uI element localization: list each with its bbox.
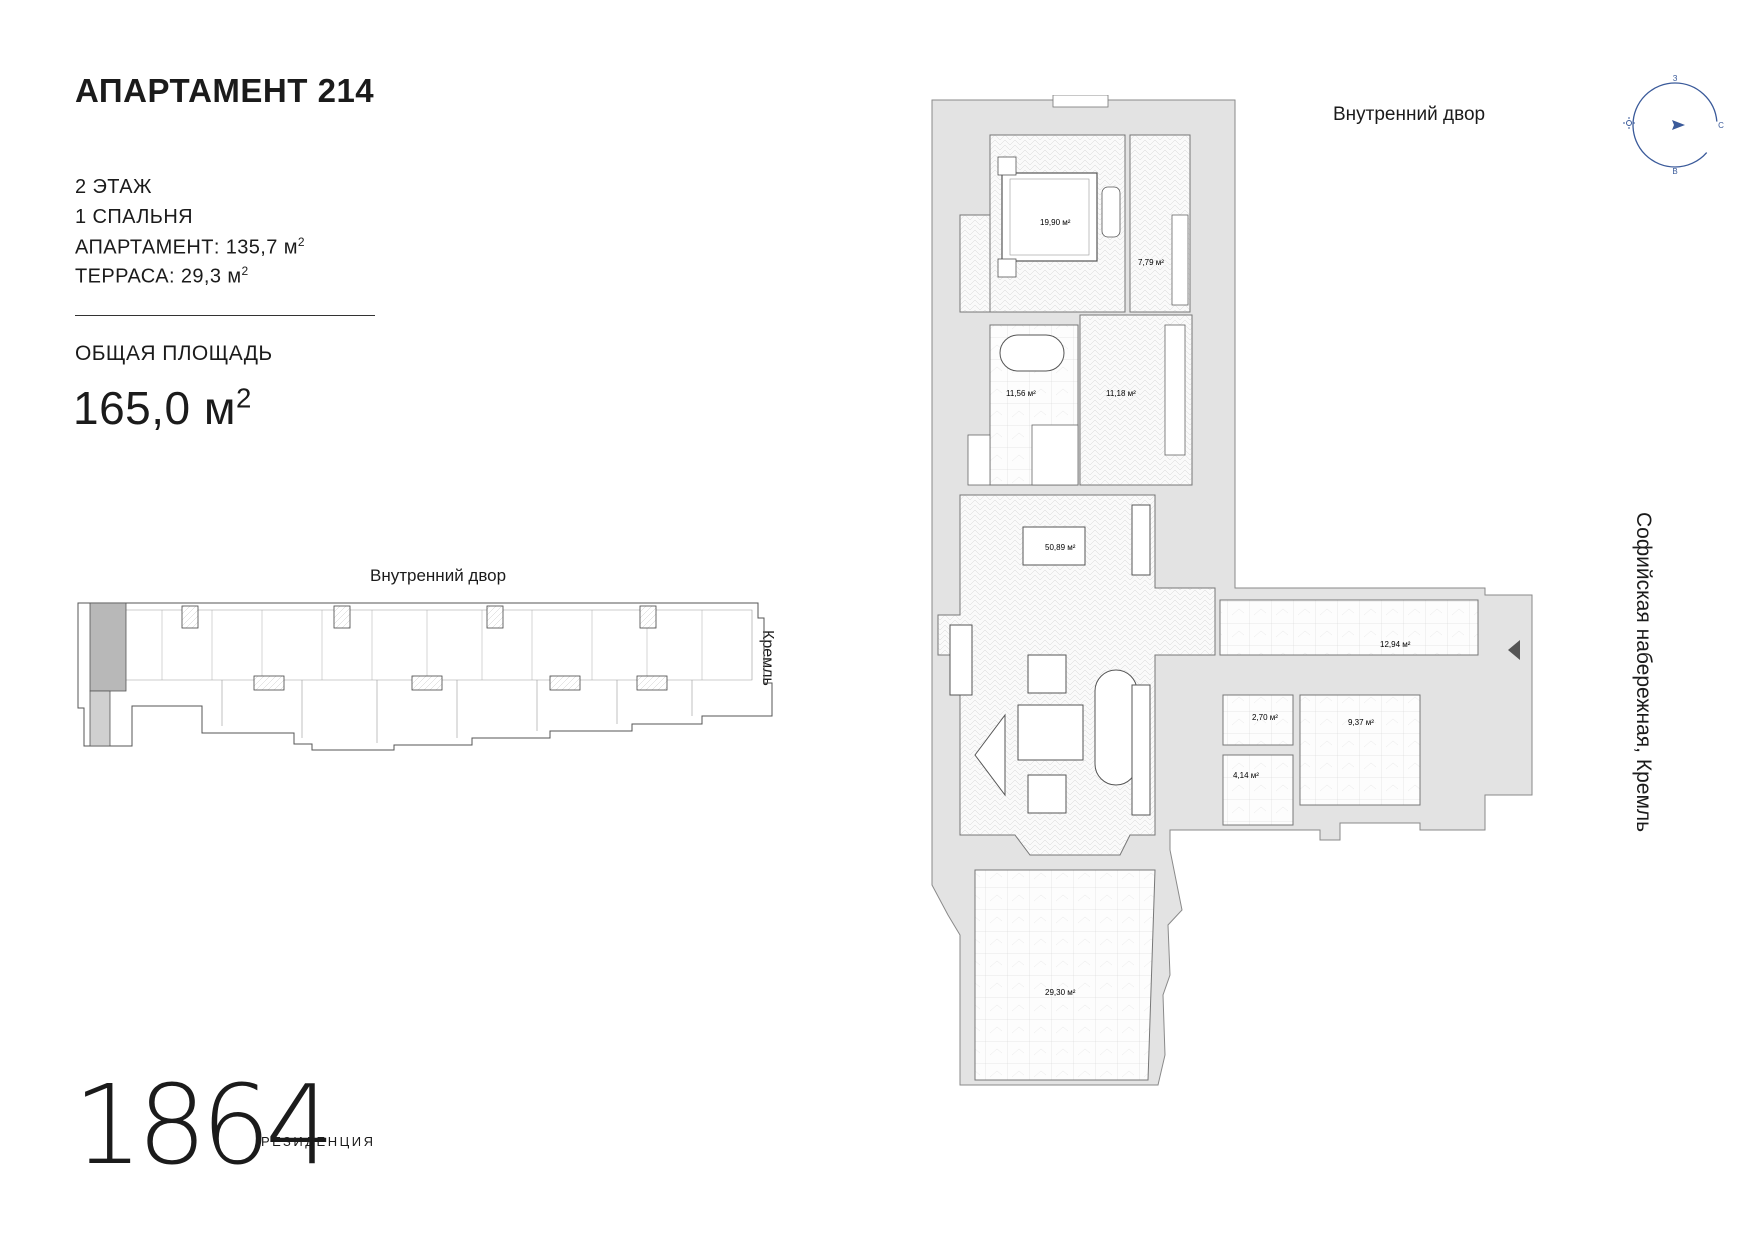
room-area-storage: 4,14 м² — [1233, 771, 1259, 780]
courtyard-label-main: Внутренний двор — [1333, 104, 1486, 125]
compass-ring — [1632, 82, 1718, 168]
floor-plan: 19,90 м² 7,79 м² 11,56 м² 11,18 м² 50,89… — [931, 95, 1533, 1086]
dining-table-icon — [1022, 526, 1086, 566]
compass-north: З — [1673, 75, 1678, 83]
corridor-floor — [1299, 694, 1421, 806]
armchair-icon-2 — [1027, 774, 1067, 814]
total-area-sup: 2 — [236, 382, 252, 414]
hall-closet-icon — [1164, 324, 1186, 456]
room-area-bathroom: 11,56 м² — [1006, 389, 1036, 398]
entrance-arrow-icon — [1508, 640, 1520, 660]
apartment-title: АПАРТАМЕНТ 214 — [75, 72, 375, 109]
courtyard-label-small: Внутренний двор — [370, 566, 507, 585]
storage-floor — [1222, 754, 1294, 826]
shower-icon — [1031, 424, 1079, 486]
room-area-corridor: 9,37 м² — [1348, 718, 1374, 727]
console-icon — [949, 624, 973, 696]
apartment-area-spec: АПАРТАМЕНТ: 135,7 м2 — [75, 235, 305, 260]
entry-floor — [1219, 599, 1479, 656]
total-area-label: ОБЩАЯ ПЛОЩАДЬ — [75, 342, 273, 365]
nightstand-icon-2 — [997, 258, 1017, 278]
logo-word: РЕЗИДЕНЦИЯ — [261, 1134, 376, 1149]
floor-spec: 2 ЭТАЖ — [75, 176, 152, 198]
logo-digits: 1864 — [73, 1061, 335, 1189]
shelving-icon — [1131, 684, 1151, 816]
nightstand-icon — [997, 156, 1017, 176]
bench-icon — [1101, 186, 1121, 238]
sofa-icon — [1094, 669, 1138, 786]
compass-east: С — [1718, 121, 1724, 130]
apartment-area-sup: 2 — [297, 235, 305, 249]
key-plan-highlight-apartment — [89, 602, 127, 692]
total-area-text: 165,0 м — [73, 382, 237, 434]
wardrobe-icon — [1171, 214, 1189, 306]
kitchen-counter-icon — [1131, 504, 1151, 576]
bedrooms-spec: 1 СПАЛЬНЯ — [75, 206, 194, 228]
bed-blanket — [1009, 178, 1090, 256]
room-area-living: 50,89 м² — [1045, 543, 1076, 552]
embankment-label: Софийская набережная, Кремль — [1632, 512, 1655, 833]
room-area-terrace: 29,30 м² — [1045, 988, 1076, 997]
coffee-table-icon — [1017, 704, 1084, 761]
bathtub-icon — [999, 334, 1065, 372]
fireplace-icon — [974, 713, 1006, 797]
terrace-area-sup: 2 — [241, 264, 249, 278]
compass-south: В — [1672, 167, 1677, 175]
divider — [75, 315, 375, 316]
bed-icon — [1001, 172, 1098, 262]
wc-floor — [1222, 694, 1294, 746]
room-area-wc: 2,70 м² — [1252, 713, 1278, 722]
room-area-dressing: 7,79 м² — [1138, 258, 1164, 267]
room-area-entry: 12,94 м² — [1380, 640, 1411, 649]
building-key-plan — [77, 602, 773, 751]
room-area-hall: 11,18 м² — [1106, 389, 1136, 398]
key-plan-highlight-terrace — [89, 690, 111, 747]
bedroom-alcove — [959, 214, 991, 313]
apartment-area-text: АПАРТАМЕНТ: 135,7 м — [75, 236, 298, 259]
compass: З С В — [1623, 75, 1724, 175]
window-icon — [1052, 95, 1109, 108]
terrace-floor — [974, 869, 1156, 1081]
toilet-icon — [967, 434, 991, 486]
key-plan-stairs — [181, 605, 668, 691]
sun-icon — [1623, 117, 1635, 129]
terrace-area-text: ТЕРРАСА: 29,3 м — [75, 265, 242, 288]
total-area-value: 165,0 м2 — [73, 381, 252, 435]
room-area-bedroom: 19,90 м² — [1040, 218, 1071, 227]
armchair-icon — [1027, 654, 1067, 694]
compass-arrow-icon — [1672, 120, 1685, 130]
terrace-area-spec: ТЕРРАСА: 29,3 м2 — [75, 264, 249, 289]
